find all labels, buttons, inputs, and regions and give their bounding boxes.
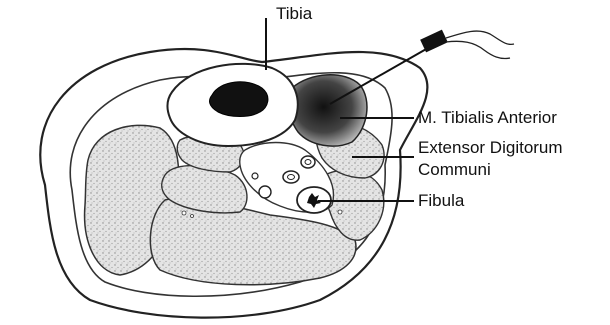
tibial-nerve (259, 186, 271, 198)
electrode-wire (446, 31, 514, 44)
label-tibialis-anterior: M. Tibialis Anterior (418, 108, 557, 128)
label-tibia: Tibia (276, 4, 312, 24)
small-vessel (252, 173, 258, 179)
label-fibula: Fibula (418, 191, 464, 211)
anterior-tibial-artery (301, 156, 315, 168)
electrode-wire-2 (446, 41, 510, 58)
posterior-tibial-artery (283, 171, 299, 183)
label-extensor-line1: Extensor Digitorum (418, 138, 563, 158)
label-extensor-line2: Communi (418, 160, 491, 180)
